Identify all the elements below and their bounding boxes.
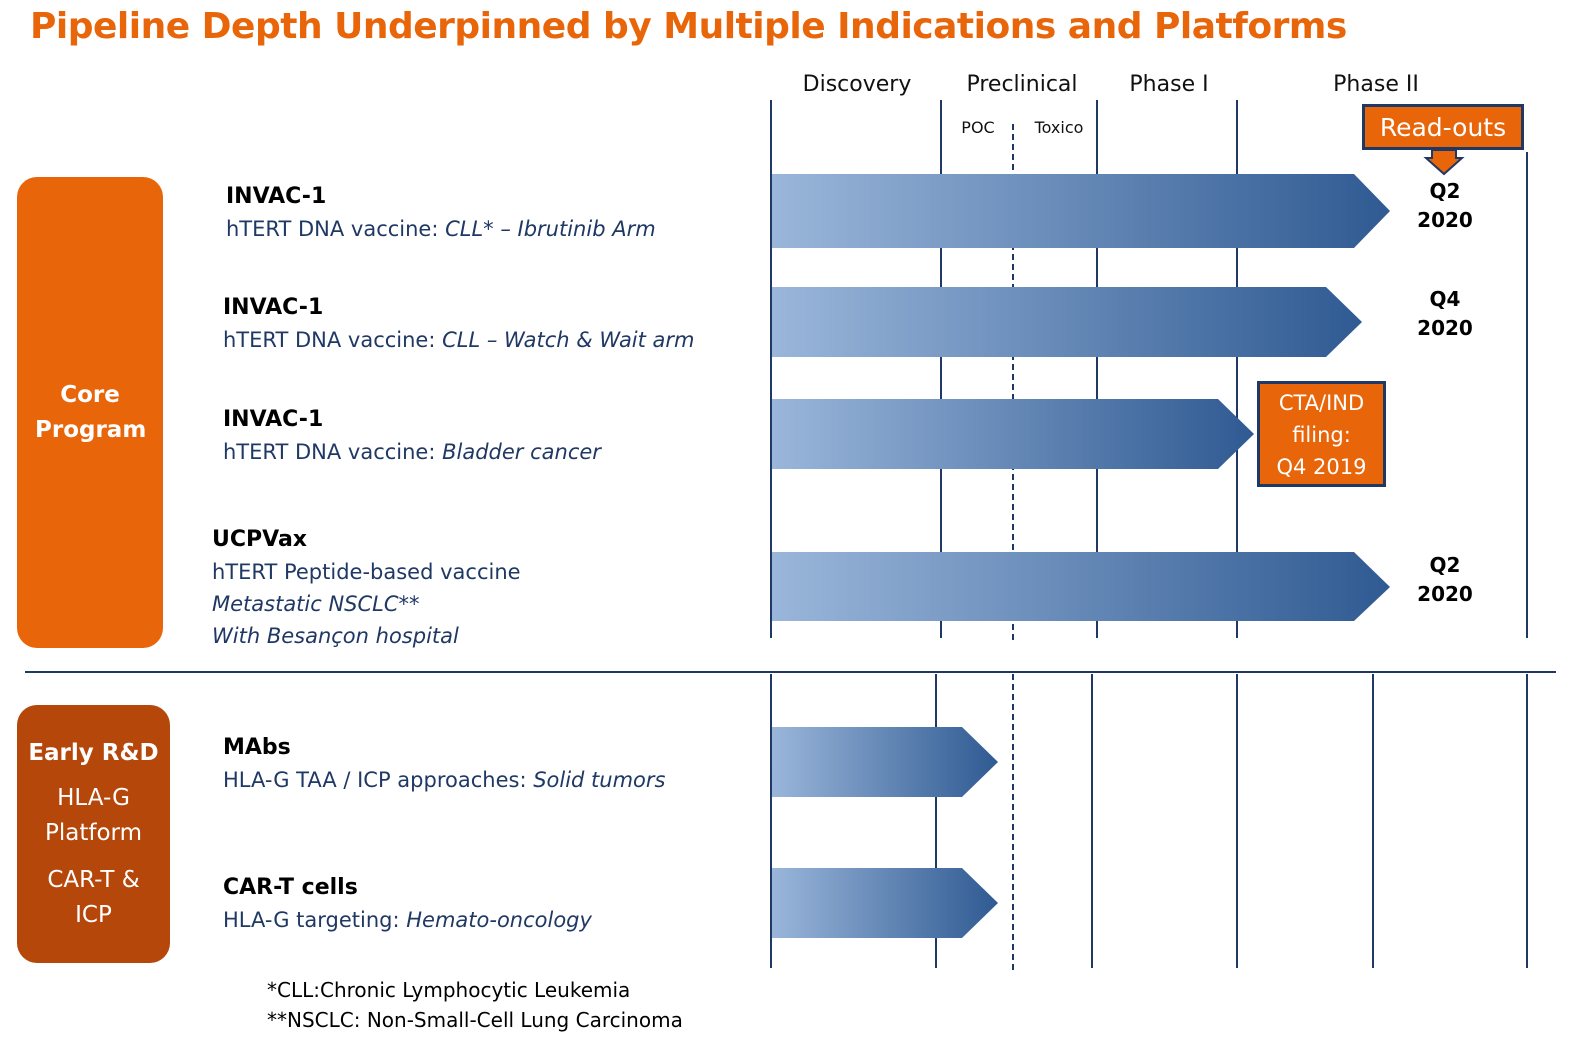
program-name: INVAC-1 — [223, 407, 324, 432]
progress-arrow — [772, 399, 1254, 469]
program-ucpvax: UCPVax hTERT Peptide-based vaccine Metas… — [212, 524, 521, 652]
program-desc: HLA-G targeting: — [223, 908, 407, 932]
grid-line — [1526, 152, 1528, 638]
program-indication: Hemato-oncology — [406, 908, 592, 932]
grid-line — [1091, 674, 1093, 968]
phase-preclinical: Preclinical — [966, 72, 1078, 97]
cta-ind-callout: CTA/IND filing: Q4 2019 — [1257, 381, 1386, 487]
program-desc: hTERT Peptide-based vaccine — [212, 560, 521, 584]
program-indication: Bladder cancer — [442, 440, 601, 464]
grid-line — [1236, 100, 1238, 638]
program-indication: CLL – Watch & Wait arm — [442, 328, 695, 352]
progress-arrow — [772, 868, 998, 938]
program-desc: hTERT DNA vaccine: — [223, 440, 443, 464]
group-early-line: CAR-T & ICP — [47, 866, 140, 928]
grid-line-dashed — [1012, 674, 1014, 970]
program-indication: Solid tumors — [533, 768, 666, 792]
progress-arrow — [772, 552, 1390, 621]
grid-line — [940, 100, 942, 638]
footnote-cll: *CLL:Chronic Lymphocytic Leukemia — [267, 978, 631, 1002]
program-name: UCPVax — [212, 527, 307, 552]
grid-line-dashed — [1012, 124, 1014, 640]
progress-arrow — [772, 727, 998, 797]
group-core-title: Core Program — [35, 381, 147, 443]
grid-line — [1096, 100, 1098, 638]
program-indication: Metastatic NSCLC** — [212, 592, 420, 616]
grid-line — [1372, 674, 1374, 968]
program-invac1-ibrutinib: INVAC-1 hTERT DNA vaccine: CLL* – Ibruti… — [226, 181, 656, 245]
program-name: CAR-T cells — [223, 875, 358, 900]
program-indication: CLL* – Ibrutinib Arm — [445, 217, 656, 241]
phase-2: Phase II — [1333, 72, 1419, 97]
progress-arrow — [772, 174, 1390, 248]
program-name: INVAC-1 — [226, 184, 327, 209]
grid-line — [1236, 674, 1238, 968]
section-separator — [25, 671, 1556, 673]
grid-line — [1526, 674, 1528, 968]
program-desc: HLA-G TAA / ICP approaches: — [223, 768, 534, 792]
program-desc: hTERT DNA vaccine: — [223, 328, 443, 352]
subphase-poc: POC — [961, 118, 995, 137]
grid-line — [770, 100, 772, 638]
grid-line — [770, 674, 772, 968]
program-desc: hTERT DNA vaccine: — [226, 217, 446, 241]
group-early-rd: Early R&D HLA-G Platform CAR-T & ICP — [17, 705, 170, 963]
program-partner: With Besançon hospital — [212, 624, 459, 648]
program-name: INVAC-1 — [223, 295, 324, 320]
phase-discovery: Discovery — [802, 72, 912, 97]
program-invac1-bladder: INVAC-1 hTERT DNA vaccine: Bladder cance… — [223, 404, 601, 468]
program-car-t: CAR-T cells HLA-G targeting: Hemato-onco… — [223, 872, 592, 936]
readouts-pointer — [1423, 149, 1465, 176]
subphase-toxico: Toxico — [1034, 118, 1084, 137]
group-early-title: Early R&D — [28, 739, 159, 766]
program-invac1-watch-wait: INVAC-1 hTERT DNA vaccine: CLL – Watch &… — [223, 292, 695, 356]
footnote-nsclc: **NSCLC: Non-Small-Cell Lung Carcinoma — [267, 1008, 683, 1032]
program-name: MAbs — [223, 735, 291, 760]
group-early-line: HLA-G Platform — [45, 784, 142, 846]
phase-1: Phase I — [1129, 72, 1209, 97]
grid-line — [935, 674, 937, 968]
readouts-label: Read-outs — [1362, 104, 1524, 150]
page-title: Pipeline Depth Underpinned by Multiple I… — [30, 6, 1347, 47]
progress-arrow — [772, 287, 1362, 357]
group-core-program: Core Program — [17, 177, 163, 648]
program-mabs: MAbs HLA-G TAA / ICP approaches: Solid t… — [223, 732, 665, 796]
